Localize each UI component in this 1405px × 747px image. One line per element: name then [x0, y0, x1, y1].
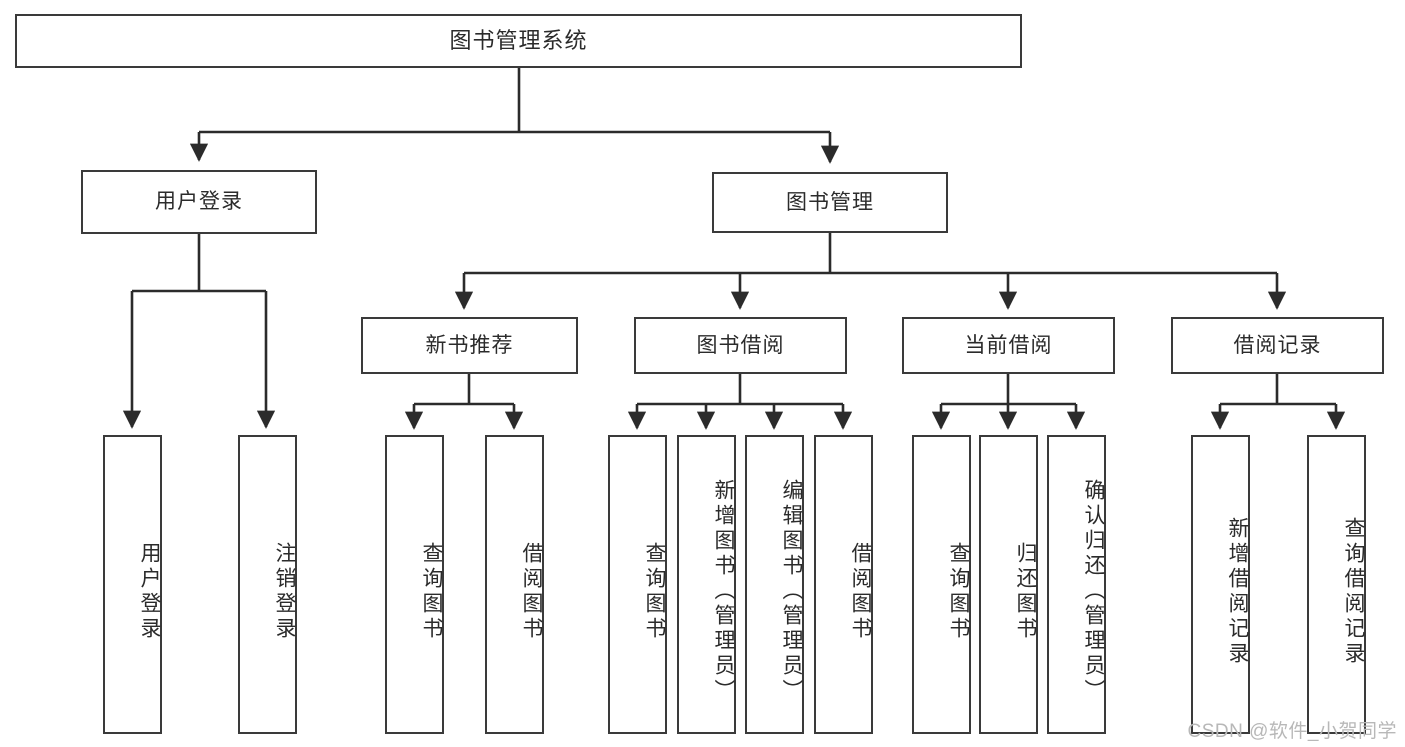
node-label: 查询借阅记录: [1342, 516, 1365, 667]
leaf-edit-book-admin[interactable]: 编辑图书（管理员）: [745, 435, 804, 734]
leaf-logout[interactable]: 注销登录: [238, 435, 297, 734]
node-current-borrow[interactable]: 当前借阅: [902, 317, 1115, 374]
leaf-borrow-book-recommend[interactable]: 借阅图书: [485, 435, 544, 734]
node-label: 编辑图书（管理员）: [780, 479, 803, 704]
node-new-book-recommend[interactable]: 新书推荐: [361, 317, 578, 374]
node-label: 新增图书（管理员）: [712, 479, 735, 704]
leaf-query-book-recommend[interactable]: 查询图书: [385, 435, 444, 734]
node-label: 当前借阅: [964, 333, 1053, 357]
node-label: 借阅图书: [520, 541, 543, 642]
node-book-borrow[interactable]: 图书借阅: [634, 317, 847, 374]
leaf-query-book-current[interactable]: 查询图书: [912, 435, 971, 734]
node-label: 用户登录: [155, 190, 243, 214]
node-label: 查询图书: [420, 541, 443, 642]
node-label: 查询图书: [947, 541, 970, 642]
leaf-query-borrow-record[interactable]: 查询借阅记录: [1307, 435, 1366, 734]
node-root-library-system[interactable]: 图书管理系统: [15, 14, 1022, 68]
leaf-borrow-book[interactable]: 借阅图书: [814, 435, 873, 734]
node-label: 图书借阅: [696, 333, 785, 357]
node-label: 新增借阅记录: [1226, 516, 1249, 667]
node-label: 确认归还（管理员）: [1082, 479, 1105, 704]
node-borrow-record[interactable]: 借阅记录: [1171, 317, 1384, 374]
leaf-user-login[interactable]: 用户登录: [103, 435, 162, 734]
leaf-add-book-admin[interactable]: 新增图书（管理员）: [677, 435, 736, 734]
node-label: 新书推荐: [425, 333, 514, 357]
node-label: 归还图书: [1014, 541, 1037, 642]
leaf-confirm-return-admin[interactable]: 确认归还（管理员）: [1047, 435, 1106, 734]
node-label: 借阅记录: [1233, 333, 1322, 357]
node-user-login[interactable]: 用户登录: [81, 170, 317, 234]
leaf-add-borrow-record[interactable]: 新增借阅记录: [1191, 435, 1250, 734]
node-label: 用户登录: [138, 541, 161, 642]
node-label: 借阅图书: [849, 541, 872, 642]
node-label: 注销登录: [273, 541, 296, 642]
node-label: 查询图书: [643, 541, 666, 642]
node-label: 图书管理系统: [449, 27, 588, 53]
leaf-return-book[interactable]: 归还图书: [979, 435, 1038, 734]
node-label: 图书管理: [786, 190, 874, 214]
leaf-query-book-borrow[interactable]: 查询图书: [608, 435, 667, 734]
node-book-management[interactable]: 图书管理: [712, 172, 948, 233]
csdn-watermark: CSDN @软件_小贺同学: [1187, 721, 1397, 742]
